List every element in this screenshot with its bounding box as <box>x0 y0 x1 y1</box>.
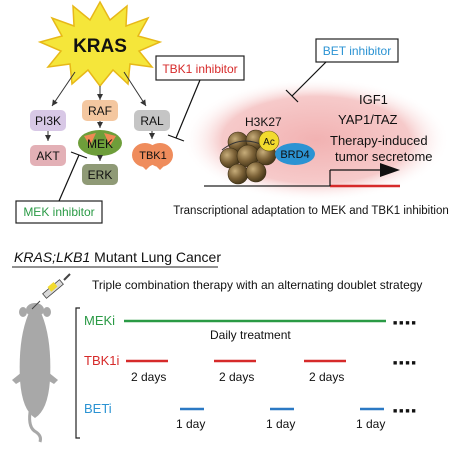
syringe-icon <box>31 273 71 310</box>
beti-ellipsis: ■ ■ ■ ■ <box>393 408 416 415</box>
caption: Transcriptional adaptation to MEK and TB… <box>173 205 449 217</box>
section-title-genotype: KRAS;LKB1 <box>14 249 90 265</box>
tbk1-node <box>132 143 173 170</box>
pi3k-box <box>30 110 66 131</box>
akt-box <box>30 145 66 166</box>
yap-taz-label: YAP1/TAZ <box>338 112 398 127</box>
meki-ellipsis: ■ ■ ■ ■ <box>393 320 416 327</box>
tbk1i-note: 2 days <box>219 370 254 384</box>
tbk1i-note: 2 days <box>309 370 344 384</box>
bet-inhibitor-label: BET inhibitor <box>323 44 391 58</box>
mek-node <box>78 130 122 156</box>
ac-badge <box>258 130 280 152</box>
igf1-label: IGF1 <box>359 92 388 107</box>
tbk1i-ellipsis: ■ ■ ■ ■ <box>393 360 416 367</box>
raf-label: RAF <box>88 104 112 118</box>
erk-label: ERK <box>88 168 113 182</box>
brd4-label: BRD4 <box>280 149 309 161</box>
bet-inhibitor-box <box>315 38 399 63</box>
meki-label: MEKi <box>84 313 115 328</box>
raf-box <box>82 100 118 121</box>
ral-label: RAL <box>140 114 164 128</box>
mek-label: MEK <box>87 137 113 151</box>
kras-arrows <box>51 71 147 107</box>
beti-label: BETi <box>84 401 112 416</box>
mek-inhibition-bar <box>58 151 88 202</box>
mouse-icon <box>12 303 58 443</box>
secretome-line1: Therapy-induced <box>330 133 428 148</box>
meki-note: Daily treatment <box>210 328 291 342</box>
promoter-arrow <box>329 163 400 186</box>
akt-label: AKT <box>36 149 60 163</box>
section-title: KRAS;LKB1 Mutant Lung Cancer <box>14 249 221 265</box>
secretome-line2: tumor secretome <box>335 149 433 164</box>
pi3k-label: PI3K <box>35 114 61 128</box>
beti-note: 1 day <box>356 417 385 431</box>
kras-label: KRAS <box>73 36 127 57</box>
tbk1-inhibition-bar <box>167 79 201 142</box>
tbk1-label: TBK1 <box>139 150 167 162</box>
beti-note: 1 day <box>266 417 295 431</box>
brd4-node <box>275 143 315 165</box>
ac-label: Ac <box>263 137 275 148</box>
h3k27-label: H3K27 <box>245 115 282 129</box>
tbk1-inhibitor-label: TBK1 inhibitor <box>162 62 237 76</box>
timeline-bracket <box>75 307 80 439</box>
bet-inhibition-bar <box>285 61 327 103</box>
tbk1-inhibitor-box <box>155 55 245 81</box>
tbk1i-label: TBK1i <box>84 353 120 368</box>
erk-box <box>82 164 118 185</box>
beti-note: 1 day <box>176 417 205 431</box>
mek-inhibitor-label: MEK inhibitor <box>23 205 94 219</box>
ral-box <box>134 110 170 131</box>
strategy-text: Triple combination therapy with an alter… <box>92 278 422 292</box>
section-title-rest: Mutant Lung Cancer <box>90 249 221 265</box>
tbk1i-note: 2 days <box>131 370 166 384</box>
